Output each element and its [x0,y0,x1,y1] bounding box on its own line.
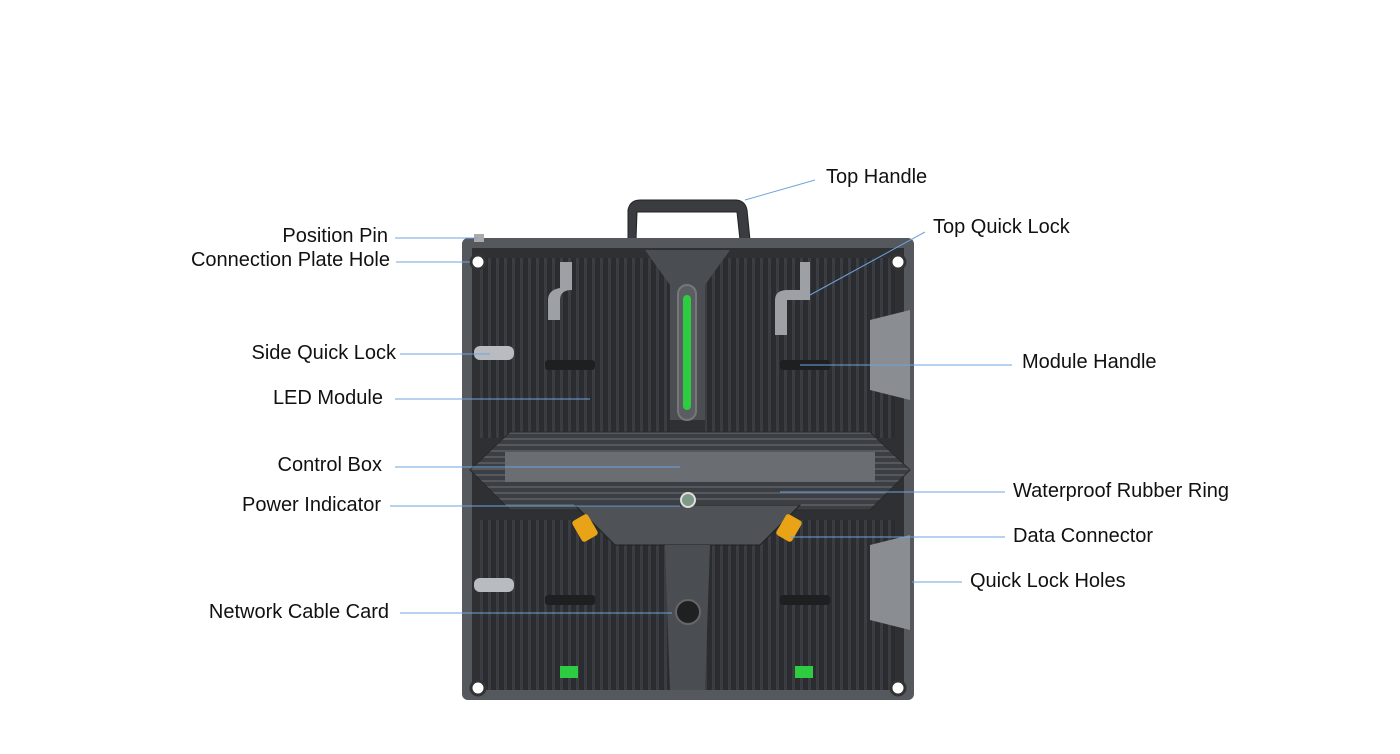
label-top-quick-lock: Top Quick Lock [933,216,1070,238]
quick-lock-holes-top [870,310,910,400]
network-cable-card [675,599,701,625]
label-network-cable-card: Network Cable Card [208,601,389,623]
connection-plate-hole [469,253,487,271]
label-side-quick-lock: Side Quick Lock [251,342,396,364]
label-control-box: Control Box [277,454,383,476]
side-quick-lock-bottom [474,578,514,592]
top-handle [627,199,751,241]
label-position-pin: Position Pin [282,225,388,247]
label-power-indicator: Power Indicator [242,494,381,516]
label-data-connector: Data Connector [1013,525,1154,547]
leader-top-handle [744,179,816,201]
label-module-handle: Module Handle [1022,351,1157,373]
power-indicator [680,492,696,508]
top-quick-lock [775,262,810,335]
label-quick-lock-holes: Quick Lock Holes [970,570,1126,592]
leader-top-quick-lock [809,231,926,296]
data-connector-left [572,514,598,542]
module-handle-top-left [548,262,572,320]
label-waterproof-rubber-ring: Waterproof Rubber Ring [1013,480,1230,502]
label-connection-plate-hole: Connection Plate Hole [190,249,390,271]
position-pin [474,234,484,242]
label-top-handle: Top Handle [826,166,928,188]
data-connector-right [776,514,802,542]
cabinet [462,199,914,700]
leader-lines [390,179,1012,614]
quick-lock-holes-bottom [870,535,910,630]
side-quick-lock-top [474,346,514,360]
label-led-module: LED Module [272,387,383,409]
